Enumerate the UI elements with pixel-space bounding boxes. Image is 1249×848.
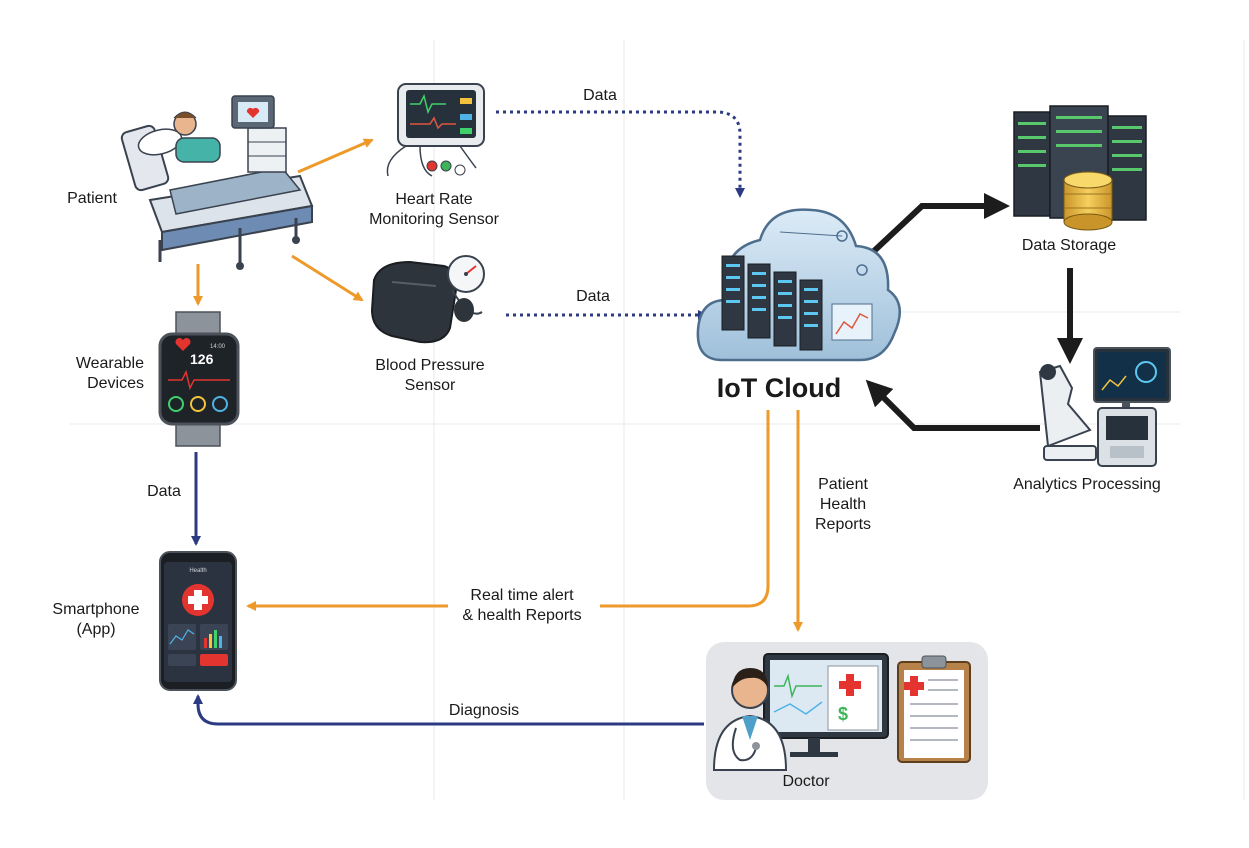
bp-sensor-label-line1: Blood Pressure [375, 357, 485, 374]
heart-rate-sensor-label: Heart Rate Monitoring Sensor [352, 190, 516, 230]
edge-label-hr-data: Data [583, 87, 617, 104]
svg-text:$: $ [838, 704, 848, 724]
edge-patient-to-bp-sensor [291, 254, 364, 302]
edge-cloud-to-storage [855, 193, 1010, 269]
blood-pressure-cuff-icon [370, 255, 485, 344]
edge-label-patient-health-reports: Patient Health Reports [800, 475, 886, 535]
smartphone-label-line1: Smartphone [52, 601, 140, 618]
doctor-label: Doctor [782, 773, 830, 790]
edge-label-realtime-alert-line1: Real time alert [470, 587, 574, 604]
smartwatch-icon: 126 14:00 [158, 311, 240, 447]
background-grid [70, 40, 1245, 800]
heart-rate-monitor-icon [386, 83, 485, 177]
analytics-lab-icon [1038, 347, 1171, 467]
edge-label-realtime-alert-line2: & health Reports [462, 607, 582, 624]
edge-label-patient-health-reports-line1: Patient [818, 476, 868, 493]
smartphone-label: Smartphone (App) [36, 600, 156, 640]
edge-label-bp-data: Data [576, 288, 610, 305]
smartphone-icon: Health [159, 551, 237, 691]
edge-patient-to-heart-sensor [297, 138, 374, 174]
watch-corner-text: 14:00 [210, 344, 226, 350]
smartphone-label-line2: (App) [76, 621, 116, 638]
iot-cloud-label: IoT Cloud [716, 373, 842, 403]
data-storage-label: Data Storage [1021, 237, 1117, 254]
data-storage-icon [1013, 105, 1147, 231]
edge-label-realtime-alert: Real time alert & health Reports [444, 586, 600, 626]
app-header: Health [189, 568, 206, 574]
bp-sensor-label: Blood Pressure Sensor [356, 356, 504, 396]
edge-heart-sensor-to-cloud [496, 110, 745, 198]
edge-label-patient-health-reports-line2: Health [819, 496, 867, 513]
wearable-label-line2: Devices [87, 375, 144, 392]
analytics-label: Analytics Processing [1013, 476, 1161, 493]
watch-reading: 126 [190, 351, 214, 367]
edge-label-diagnosis: Diagnosis [448, 702, 520, 719]
bp-sensor-label-line2: Sensor [404, 377, 456, 394]
edge-analytics-to-cloud [865, 379, 1040, 431]
wearable-label: Wearable Devices [52, 354, 144, 394]
doctor-panel: $ [706, 642, 988, 800]
iot-cloud-icon [696, 208, 901, 362]
heart-rate-sensor-label-line2: Monitoring Sensor [369, 211, 499, 228]
edge-cloud-to-smartphone [246, 410, 770, 611]
wearable-label-line1: Wearable [75, 355, 144, 372]
patient-label: Patient [67, 190, 117, 207]
edge-doctor-to-smartphone [193, 694, 704, 726]
heart-rate-sensor-label-line1: Heart Rate [395, 191, 473, 208]
edge-label-patient-health-reports-line3: Reports [814, 516, 872, 533]
patient-bed-icon [120, 95, 314, 270]
edge-label-wearable-data: Data [147, 483, 181, 500]
